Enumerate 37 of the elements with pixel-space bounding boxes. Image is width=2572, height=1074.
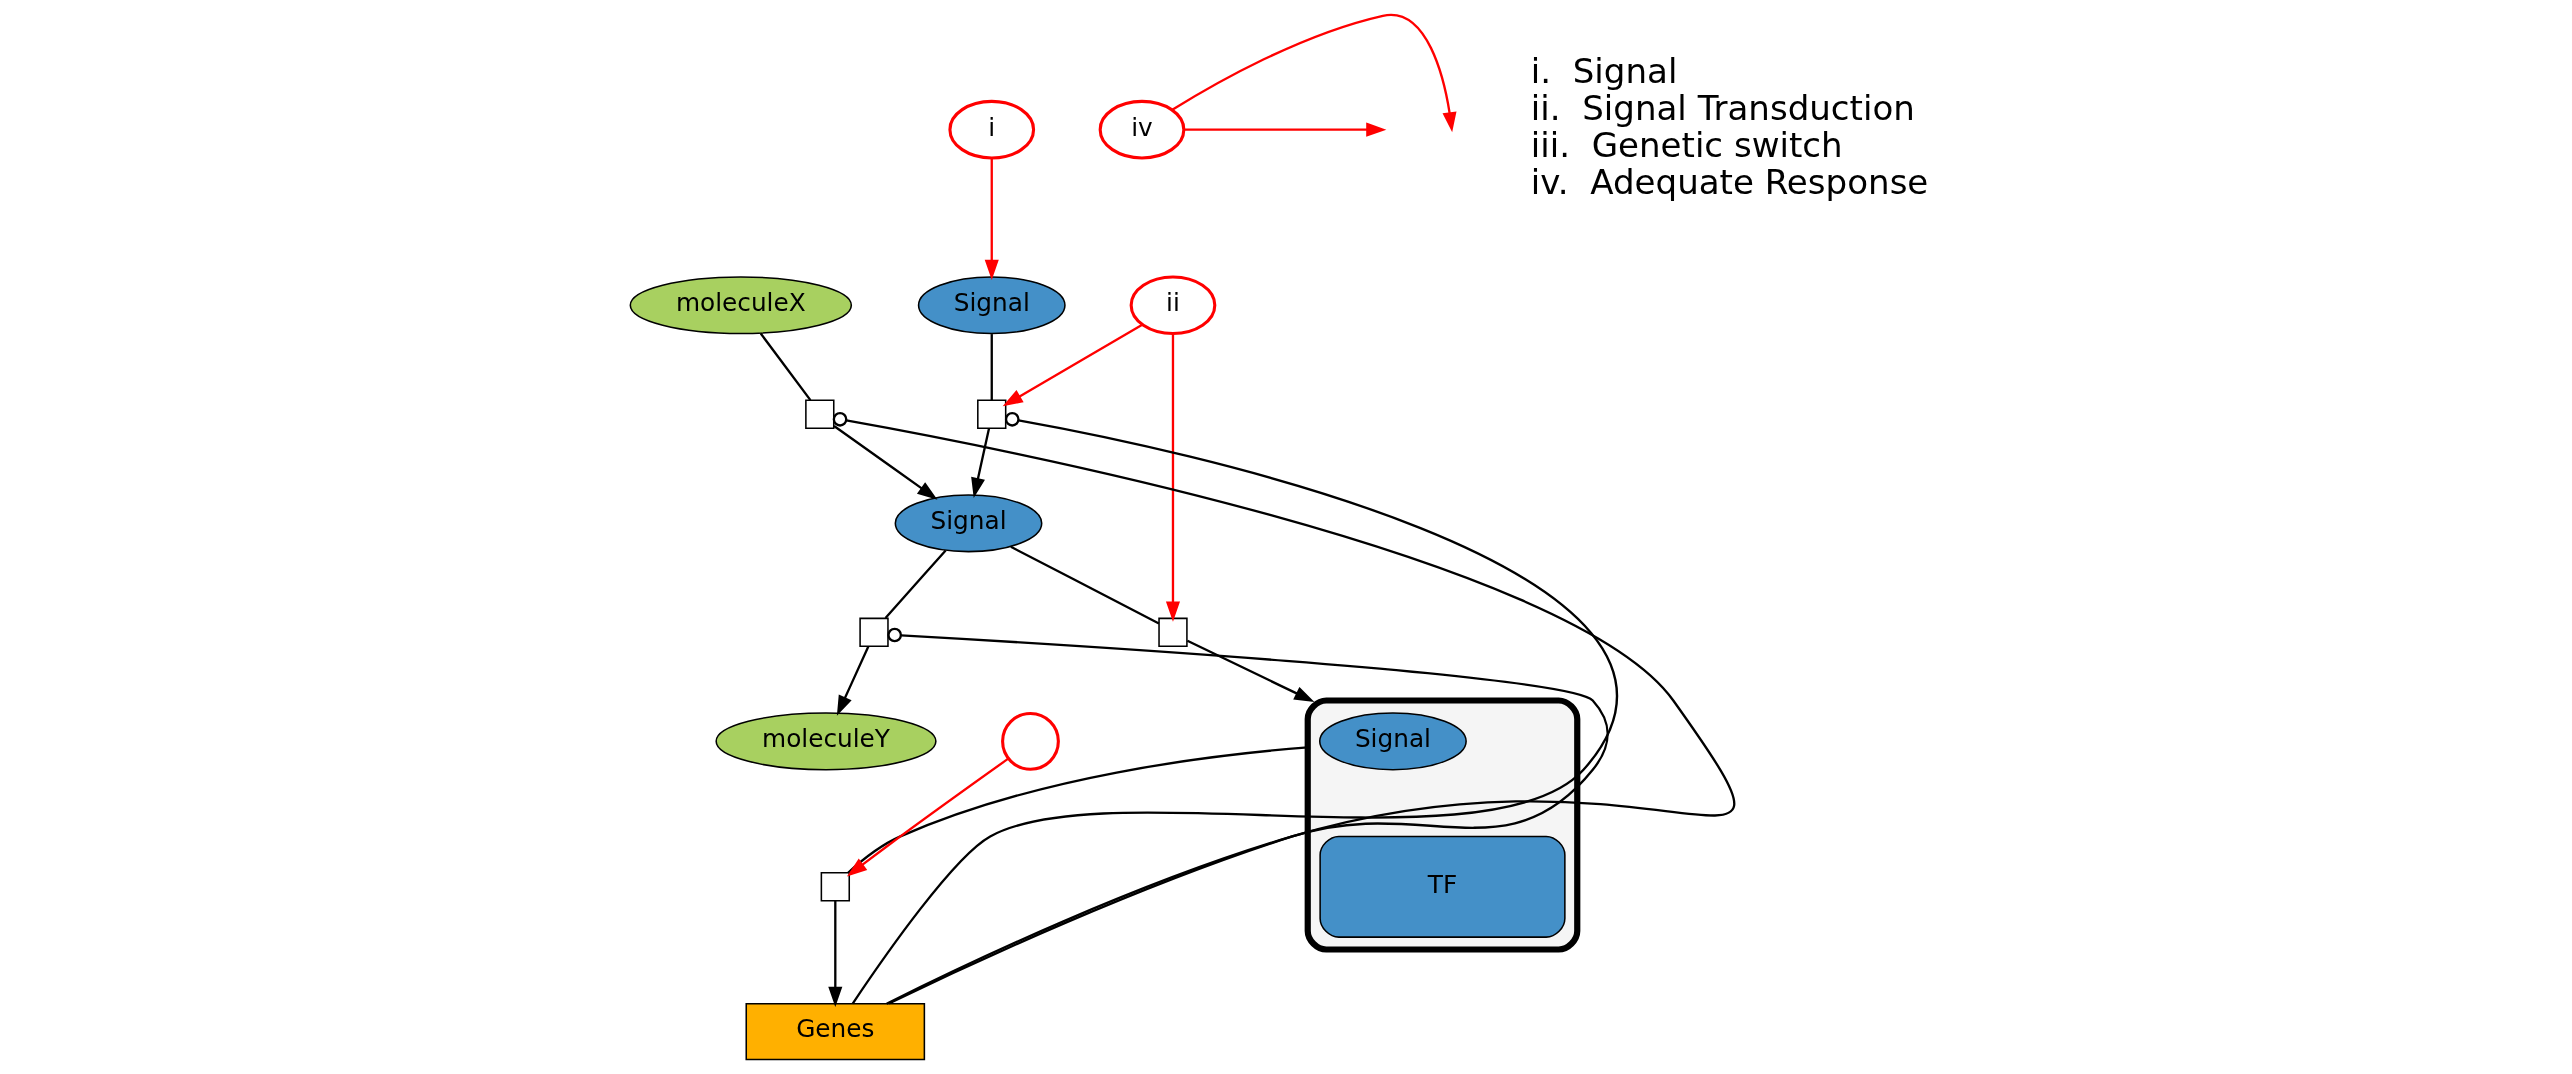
node-ellipse: i xyxy=(947,99,1035,160)
arrow xyxy=(1171,13,1457,133)
node-box xyxy=(804,399,835,429)
node-ellipse: Signal xyxy=(894,494,1042,553)
label: i. Signal xyxy=(1530,50,1677,91)
node-box: TF xyxy=(1318,835,1566,938)
arrow xyxy=(836,645,869,716)
node-ellipse: Signal xyxy=(1318,712,1467,771)
arrow xyxy=(832,425,937,500)
connector xyxy=(990,334,993,401)
connector xyxy=(832,411,1733,1005)
arrow xyxy=(1186,639,1314,702)
arrow xyxy=(970,428,990,499)
node-box xyxy=(858,617,889,648)
connector xyxy=(846,746,1308,874)
arrow xyxy=(827,900,842,1007)
arrow xyxy=(846,757,1009,877)
node-circle xyxy=(1000,711,1060,771)
node-box xyxy=(1157,617,1188,648)
cluster xyxy=(1304,697,1580,953)
node-ellipse: moleculeX xyxy=(629,276,852,335)
node-box: Genes xyxy=(744,1002,925,1061)
node-ellipse: ii xyxy=(1129,275,1216,336)
label: iv. Adequate Response xyxy=(1530,162,1928,203)
arrow xyxy=(1002,323,1143,407)
node-ellipse: iv xyxy=(1098,99,1185,160)
node-box xyxy=(976,399,1006,429)
connector xyxy=(884,549,946,619)
arrow xyxy=(984,158,999,280)
arrow xyxy=(1165,333,1180,622)
node-box xyxy=(820,872,850,902)
connector xyxy=(1009,545,1159,625)
arrow xyxy=(1183,122,1386,137)
node-ellipse: moleculeY xyxy=(714,712,937,771)
node-ellipse: Signal xyxy=(917,276,1066,335)
connector xyxy=(886,627,1608,1005)
connector xyxy=(759,332,811,401)
